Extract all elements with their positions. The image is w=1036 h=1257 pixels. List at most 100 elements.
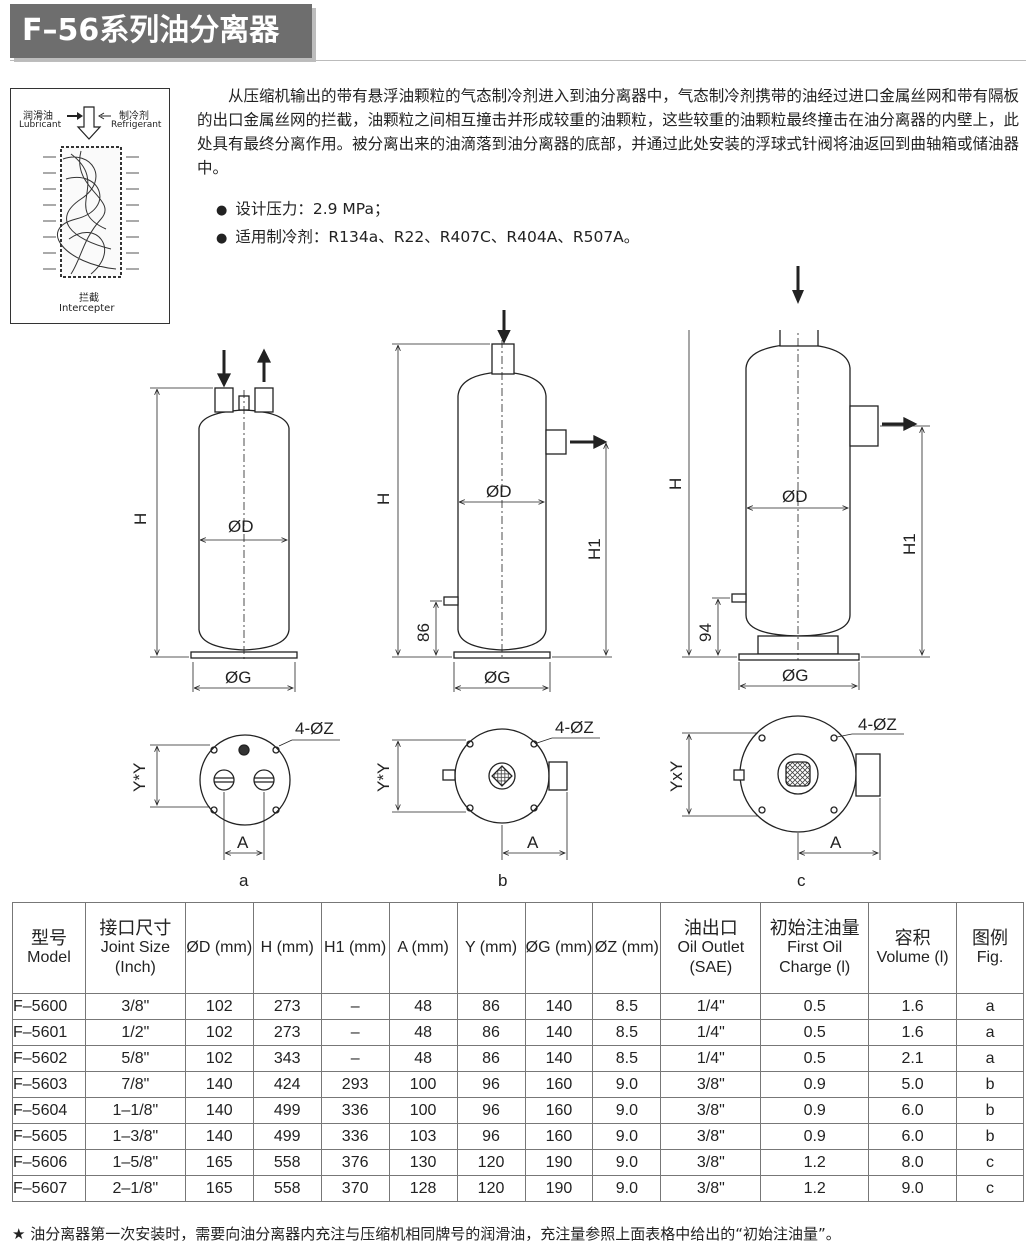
fig-a-og-label: ØG [225,668,251,687]
table-header-cell: ØD (mm) [184,902,254,994]
fig-a-z-label: 4-ØZ [295,719,334,738]
table-cell: c [956,1149,1024,1176]
table-cell: 96 [456,1097,526,1124]
table-cell: F–5601 [12,1019,86,1046]
table-cell: 2.1 [868,1045,958,1072]
table-cell: 165 [184,1149,254,1176]
table-cell: F–5600 [12,993,86,1020]
fig-b-a-label: A [527,833,539,852]
table-cell: 3/8" [660,1097,762,1124]
intro-paragraph: 从压缩机输出的带有悬浮油颗粒的气态制冷剂进入到油分离器中，气态制冷剂携带的油经过… [197,87,1019,177]
table-cell: 48 [388,1045,458,1072]
table-cell: 336 [320,1097,390,1124]
table-cell: 424 [252,1071,322,1098]
table-cell: 120 [456,1149,526,1176]
table-cell: 102 [184,1045,254,1072]
fig-b-inlet-arrow [498,310,510,344]
table-cell: 128 [388,1175,458,1202]
table-cell: 96 [456,1071,526,1098]
fig-c-h1-label: H1 [900,533,919,555]
refrigerant-en-label: Refrigerant [111,120,162,130]
lubricant-zh-label: 润滑油 [23,111,53,122]
table-cell: 0.5 [760,1045,870,1072]
table-cell: 273 [252,1019,322,1046]
table-cell: b [956,1097,1024,1124]
refrigerant-zh-label: 制冷剂 [119,111,149,122]
table-cell: 48 [388,993,458,1020]
fig-a-od-label: ØD [228,517,254,536]
fig-b-z-label: 4-ØZ [555,718,594,737]
table-cell: F–5605 [12,1123,86,1150]
table-cell: 273 [252,993,322,1020]
table-cell: 102 [184,1019,254,1046]
table-cell: 9.0 [592,1071,662,1098]
table-cell: 7/8" [84,1071,186,1098]
table-cell: 1/4" [660,1045,762,1072]
intercepter-zh-label: 拦截 [79,293,99,304]
table-header-cell: ØZ (mm) [592,902,662,994]
page-title: F–56系列油分离器 [10,4,312,58]
fig-c-od-label: ØD [782,487,808,506]
table-cell: 160 [524,1123,594,1150]
table-cell: 160 [524,1071,594,1098]
table-cell: a [956,1019,1024,1046]
table-cell: 8.0 [868,1149,958,1176]
table-cell: F–5602 [12,1045,86,1072]
table-cell: 2–1/8" [84,1175,186,1202]
fig-b-h-label: H [374,493,393,505]
lubricant-en-label: Lubricant [19,120,62,130]
table-cell: 100 [388,1097,458,1124]
table-cell: 9.0 [592,1097,662,1124]
table-cell: 8.5 [592,1019,662,1046]
fig-c-caption: c [797,871,806,890]
table-cell: F–5604 [12,1097,86,1124]
table-cell: 140 [524,1019,594,1046]
table-cell: 1/4" [660,1019,762,1046]
fig-b-caption: b [498,871,507,890]
table-cell: 8.5 [592,1045,662,1072]
fig-b-og-label: ØG [484,668,510,687]
table-cell: 0.9 [760,1123,870,1150]
fig-c-inlet-arrow [792,266,804,304]
table-cell: 140 [524,1045,594,1072]
table-cell: b [956,1071,1024,1098]
fig-c-og-label: ØG [782,666,808,685]
table-cell: 165 [184,1175,254,1202]
table-cell: a [956,993,1024,1020]
table-header-cell: H (mm) [252,902,322,994]
table-cell: 0.5 [760,993,870,1020]
table-cell: F–5607 [12,1175,86,1202]
table-cell: 140 [524,993,594,1020]
table-cell: 343 [252,1045,322,1072]
fig-a-elevation [190,387,298,660]
table-cell: 86 [456,1019,526,1046]
footnote: ★ 油分离器第一次安装时，需要向油分离器内充注与压缩机相同牌号的润滑油，充注量参… [12,1225,841,1243]
table-cell: 6.0 [868,1097,958,1124]
fig-b-86-label: 86 [414,623,433,642]
table-cell: 8.5 [592,993,662,1020]
table-cell: 5.0 [868,1071,958,1098]
table-cell: 9.0 [592,1149,662,1176]
table-cell: – [320,1019,390,1046]
table-cell: 130 [388,1149,458,1176]
table-cell: 1/2" [84,1019,186,1046]
table-cell: 3/8" [84,993,186,1020]
table-cell: 558 [252,1149,322,1176]
fig-b-od-label: ØD [486,482,512,501]
table-cell: – [320,1045,390,1072]
table-cell: 100 [388,1071,458,1098]
table-header-cell: Y (mm) [456,902,526,994]
